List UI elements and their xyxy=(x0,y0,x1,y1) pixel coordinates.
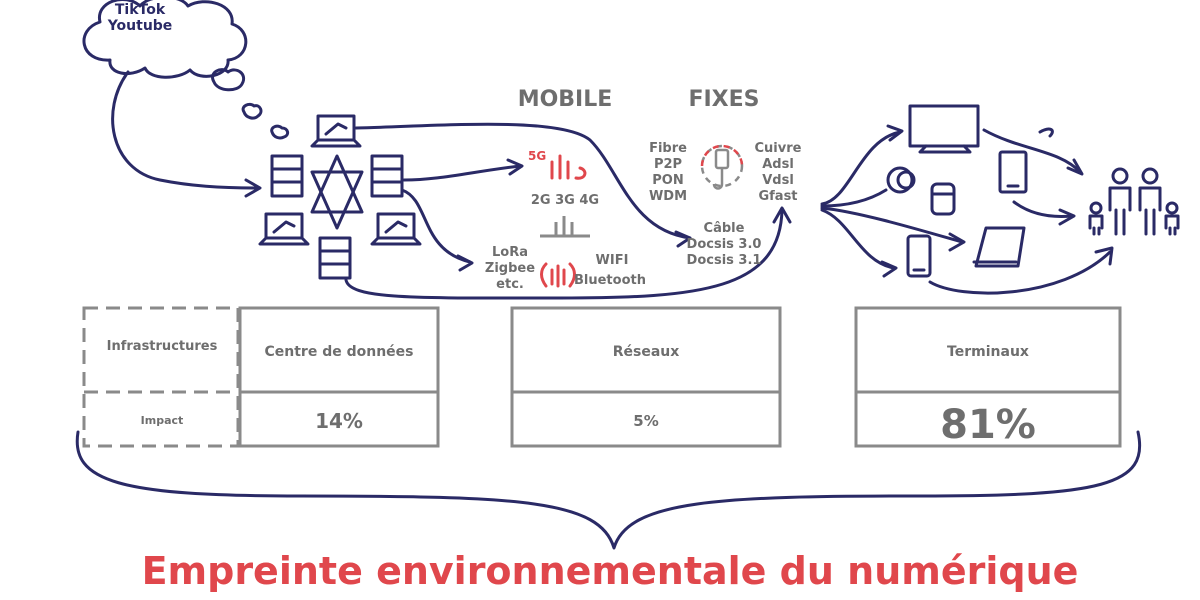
fibre-pon: PON xyxy=(652,173,683,188)
server-icon xyxy=(370,154,404,198)
cuivre-label: Cuivre xyxy=(755,141,802,156)
datacenter-title: Centre de données xyxy=(265,344,414,360)
smartphone-icon xyxy=(906,234,932,278)
speaker-icon xyxy=(930,182,956,216)
iot-zigbee: Zigbee xyxy=(485,261,535,276)
cloud-icon xyxy=(82,0,290,140)
bluetooth-label: Bluetooth xyxy=(574,273,646,288)
fibre-wdm: WDM xyxy=(649,189,687,204)
server-icon xyxy=(270,154,304,198)
reseaux-impact: 5% xyxy=(633,412,658,430)
row-label-impact: Impact xyxy=(141,414,184,427)
laptop-icon xyxy=(258,212,310,246)
network-star-icon xyxy=(310,154,364,230)
cuivre-gfast: Gfast xyxy=(758,189,797,204)
mobile-header: MOBILE xyxy=(518,87,613,112)
laptop-icon xyxy=(370,212,422,246)
cable-docsis31: Docsis 3.1 xyxy=(687,253,762,268)
fixes-to-terminals-arrow xyxy=(820,130,902,206)
terminaux-title: Terminaux xyxy=(947,344,1029,360)
datacenter-box xyxy=(238,306,440,448)
cloud-to-datacenter-arrow xyxy=(111,70,260,190)
wifi-label: WIFI xyxy=(596,253,629,268)
datacenter-to-cable-arrow xyxy=(354,122,692,240)
antenna-icon xyxy=(540,216,590,238)
laptop-icon xyxy=(310,114,362,148)
cloud-label-tiktok: TikTok xyxy=(115,2,166,18)
datacenter-to-iot-arrow xyxy=(400,188,472,264)
terminaux-box xyxy=(854,306,1122,448)
datacenter-impact: 14% xyxy=(315,409,363,433)
cuivre-adsl: Adsl xyxy=(762,157,794,172)
fibre-label: Fibre xyxy=(649,141,687,156)
terminals-to-users-arrow xyxy=(982,128,1082,174)
tablet-icon xyxy=(998,150,1028,194)
iot-lora: LoRa xyxy=(492,245,528,260)
antenna-icon xyxy=(550,154,587,180)
iot-etc: etc. xyxy=(496,277,524,292)
reseaux-box xyxy=(510,306,782,448)
people-icon xyxy=(1088,167,1180,236)
terminaux-impact: 81% xyxy=(940,402,1036,448)
server-icon xyxy=(318,236,352,280)
cuivre-vdsl: Vdsl xyxy=(762,173,794,188)
datacenter-to-mobile-arrow xyxy=(402,164,522,182)
row-label-box xyxy=(82,306,240,448)
smartwatch-icon xyxy=(886,166,916,194)
tv-icon xyxy=(908,104,980,154)
bluetooth-icon xyxy=(540,262,576,288)
fibre-p2p: P2P xyxy=(654,157,682,172)
badge-5g: 5G xyxy=(528,149,546,163)
tablet-icon xyxy=(972,226,1026,268)
cable-label: Câble xyxy=(704,221,745,236)
footer-title: Empreinte environnementale du numérique xyxy=(142,549,1079,593)
cable-docsis30: Docsis 3.0 xyxy=(687,237,762,252)
datacenter-to-terminals-arrow xyxy=(344,208,784,300)
mobile-gens: 2G 3G 4G xyxy=(531,193,599,208)
cable-plug-icon xyxy=(700,144,744,190)
row-label-infrastructures: Infrastructures xyxy=(107,339,218,354)
cloud-label-youtube: Youtube xyxy=(107,18,173,34)
reseaux-title: Réseaux xyxy=(613,344,680,360)
fixes-header: FIXES xyxy=(688,87,759,112)
brace xyxy=(75,430,1142,550)
